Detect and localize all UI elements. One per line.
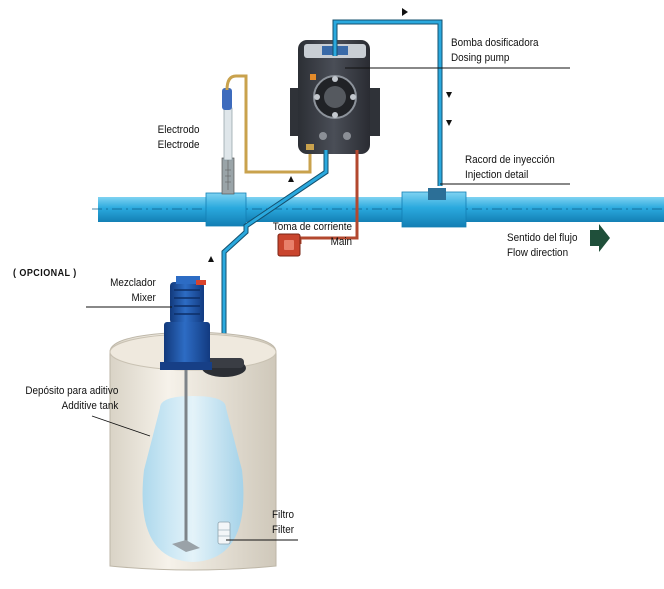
electrode-icon bbox=[221, 88, 235, 195]
discharge-tube bbox=[332, 19, 443, 186]
label-dosing-pump: Bomba dosificadora Dosing pump bbox=[451, 36, 539, 66]
label-dosing-pump-es: Bomba dosificadora bbox=[451, 37, 539, 49]
label-mixer-es: Mezclador bbox=[110, 277, 156, 289]
label-filter: Filtro Filter bbox=[272, 508, 294, 538]
label-dosing-pump-en: Dosing pump bbox=[451, 52, 510, 64]
main-pipe bbox=[92, 188, 664, 228]
label-main: Toma de corriente Main bbox=[273, 220, 352, 250]
label-injection-en: Injection detail bbox=[465, 169, 529, 181]
label-injection: Racord de inyección Injection detail bbox=[465, 153, 555, 183]
electrode-cable bbox=[225, 74, 312, 174]
label-injection-es: Racord de inyección bbox=[465, 154, 555, 166]
flow-arrow-icon bbox=[590, 224, 610, 252]
label-filter-en: Filter bbox=[272, 524, 295, 536]
label-filter-es: Filtro bbox=[272, 509, 295, 521]
label-flow-en: Flow direction bbox=[507, 247, 569, 259]
label-main-es: Toma de corriente bbox=[272, 221, 352, 233]
label-mixer: Mezclador Mixer bbox=[110, 276, 156, 306]
mixer-motor-icon bbox=[160, 276, 212, 552]
label-flow: Sentido del flujo Flow direction bbox=[507, 231, 577, 261]
label-optional: ( OPCIONAL ) bbox=[13, 268, 77, 279]
label-tank-es: Depósito para aditivo bbox=[24, 385, 118, 397]
dosing-pump-icon bbox=[290, 40, 380, 154]
additive-tank bbox=[109, 331, 277, 571]
label-electrode-es: Electrodo bbox=[157, 124, 199, 136]
label-electrode: Electrodo Electrode bbox=[157, 123, 199, 153]
label-tank: Depósito para aditivo Additive tank bbox=[25, 384, 118, 414]
power-socket-icon bbox=[277, 233, 301, 257]
label-flow-es: Sentido del flujo bbox=[507, 232, 578, 244]
leader-lines bbox=[86, 67, 570, 541]
label-tank-en: Additive tank bbox=[61, 400, 118, 412]
label-main-en: Main bbox=[330, 236, 352, 248]
filter-icon bbox=[217, 521, 231, 545]
label-mixer-en: Mixer bbox=[131, 292, 156, 304]
suction-tube bbox=[221, 150, 329, 525]
label-electrode-en: Electrode bbox=[157, 139, 199, 151]
